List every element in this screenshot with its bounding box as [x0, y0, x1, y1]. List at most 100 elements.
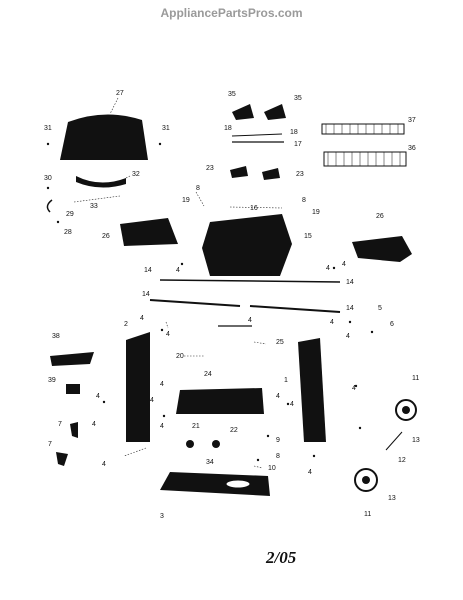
- part-bracket-7-upper: [70, 422, 78, 438]
- callout-20: 20: [176, 353, 184, 360]
- callout-14: 14: [144, 267, 152, 274]
- callout-4: 4: [268, 271, 272, 278]
- callout-4: 4: [176, 267, 180, 274]
- callout-4: 4: [150, 397, 154, 404]
- callout-13: 13: [412, 437, 420, 444]
- part-rail-mid-left: [149, 299, 241, 307]
- callout-4: 4: [346, 333, 350, 340]
- callout-8: 8: [196, 185, 200, 192]
- callout-3: 3: [160, 513, 164, 520]
- callout-24: 24: [204, 371, 212, 378]
- callout-38: 38: [52, 333, 60, 340]
- callout-8: 8: [302, 197, 306, 204]
- revision-date: 2/05: [266, 548, 297, 567]
- callout-29: 29: [66, 211, 74, 218]
- callout-7: 7: [48, 441, 52, 448]
- callout-4: 4: [92, 421, 96, 428]
- part-warming-rack: [321, 123, 405, 135]
- callout-26: 26: [102, 233, 110, 240]
- callout-36: 36: [408, 145, 416, 152]
- callout-4: 4: [352, 385, 356, 392]
- callout-7: 7: [58, 421, 62, 428]
- part-cooking-grate: [323, 151, 407, 167]
- callout-4: 4: [96, 393, 100, 400]
- callout-4: 4: [308, 469, 312, 476]
- part-rail-upper: [159, 279, 341, 283]
- callout-39: 39: [48, 377, 56, 384]
- part-rod-18: [231, 133, 283, 137]
- callout-37: 37: [408, 117, 416, 124]
- part-leg-right: [298, 338, 326, 442]
- callout-30: 30: [44, 175, 52, 182]
- callout-27: 27: [116, 90, 124, 97]
- callout-4: 4: [166, 331, 170, 338]
- callout-26: 26: [376, 213, 384, 220]
- part-base-panel: [160, 472, 270, 496]
- callout-4: 4: [276, 393, 280, 400]
- callout-31: 31: [44, 125, 52, 132]
- callout-4: 4: [248, 317, 252, 324]
- part-caster-right: [212, 440, 220, 448]
- callout-4: 4: [290, 401, 294, 408]
- part-side-shelf-right: [352, 236, 412, 262]
- part-leg-left: [126, 332, 150, 442]
- callout-18: 18: [224, 125, 232, 132]
- callout-4: 4: [342, 261, 346, 268]
- part-side-shelf-left: [120, 218, 178, 246]
- callout-28: 28: [64, 229, 72, 236]
- part-bracket-right: [262, 168, 280, 180]
- callout-31: 31: [162, 125, 170, 132]
- callout-12: 12: [398, 457, 406, 464]
- part-bottom-shelf: [176, 388, 264, 414]
- callout-22: 22: [230, 427, 238, 434]
- callout-14: 14: [346, 305, 354, 312]
- callout-1: 1: [284, 377, 288, 384]
- callout-2: 2: [124, 321, 128, 328]
- callout-5: 5: [378, 305, 382, 312]
- part-wheel-upper: [395, 399, 417, 421]
- callout-9: 9: [276, 437, 280, 444]
- callout-4: 4: [160, 423, 164, 430]
- callout-18-right: 18: [290, 129, 298, 136]
- part-bracket-left: [230, 166, 248, 178]
- part-firebox: [202, 214, 292, 276]
- callout-19: 19: [312, 209, 320, 216]
- callout-25: 25: [276, 339, 284, 346]
- callout-19: 19: [182, 197, 190, 204]
- callout-4: 4: [330, 319, 334, 326]
- watermark: AppliancePartsPros.com: [160, 6, 303, 20]
- callout-4: 4: [102, 461, 106, 468]
- callout-10: 10: [268, 465, 276, 472]
- callout-4: 4: [140, 315, 144, 322]
- callout-14: 14: [346, 279, 354, 286]
- callout-23: 23: [206, 165, 214, 172]
- part-box-39: [66, 384, 80, 394]
- callout-11: 11: [364, 511, 371, 518]
- callout-13: 13: [388, 495, 396, 502]
- part-tray-38: [50, 352, 94, 366]
- callout-32: 32: [132, 171, 140, 178]
- part-bracket-7-lower: [56, 452, 68, 466]
- part-clip: [46, 199, 53, 213]
- part-base-opening: [225, 479, 251, 489]
- callout-11: 11: [412, 375, 419, 382]
- callout-17: 17: [294, 141, 302, 148]
- part-heat-tent-left: [232, 104, 254, 120]
- callout-4: 4: [326, 265, 330, 272]
- part-heat-tent-right: [264, 104, 286, 120]
- callout-35: 35: [228, 91, 236, 98]
- callout-8: 8: [276, 453, 280, 460]
- callout-33: 33: [90, 203, 98, 210]
- part-wheel-lower: [354, 468, 378, 492]
- callout-16: 16: [250, 205, 258, 212]
- part-lid-handle: [76, 176, 126, 188]
- callout-4: 4: [160, 381, 164, 388]
- part-rail-mid-right: [249, 305, 341, 313]
- callout-15: 15: [304, 233, 312, 240]
- part-axle: [385, 431, 403, 451]
- callout-35: 35: [294, 95, 302, 102]
- callout-34: 34: [206, 459, 214, 466]
- callout-14: 14: [142, 291, 150, 298]
- callout-21: 21: [192, 423, 200, 430]
